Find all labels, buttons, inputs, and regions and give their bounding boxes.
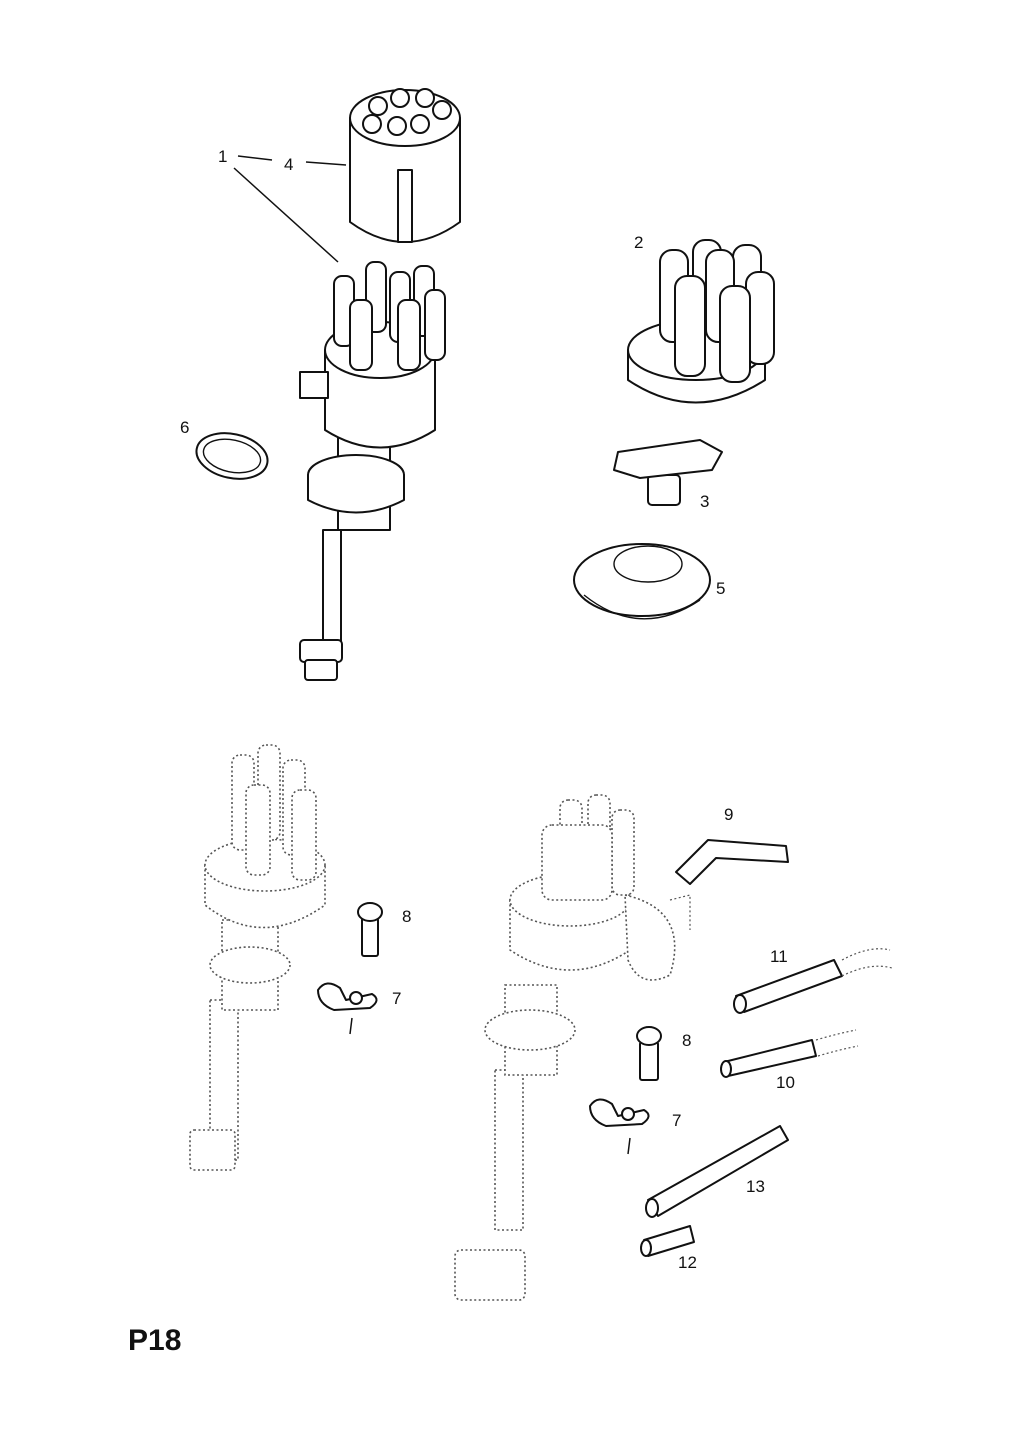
callout-1: 1 (218, 147, 227, 166)
callout-10: 10 (776, 1073, 795, 1092)
part-3-rotor[interactable] (613, 439, 723, 506)
callout-2: 2 (634, 233, 643, 252)
callout-4: 4 (284, 155, 293, 174)
part-10-hose[interactable] (720, 1029, 859, 1078)
part-13-hose[interactable] (645, 1125, 789, 1218)
part-11-hose[interactable] (733, 948, 893, 1014)
callout-7-left: 7 (392, 989, 401, 1008)
part-6-o-ring[interactable] (192, 427, 272, 485)
distributor-reference-right (454, 794, 691, 1301)
part-2-distributor-cap[interactable] (627, 239, 775, 404)
page-code: P18 (128, 1324, 181, 1357)
part-1-distributor-assembly[interactable] (299, 261, 446, 681)
part-8-bolt-left[interactable] (357, 902, 383, 957)
callout-12: 12 (678, 1253, 697, 1272)
part-7-clamp-left[interactable] (317, 982, 378, 1035)
callout-7-right: 7 (672, 1111, 681, 1130)
part-5-seal[interactable] (573, 543, 711, 620)
part-12-hose[interactable] (640, 1225, 695, 1257)
leader-lines (233, 155, 347, 263)
callout-6: 6 (180, 418, 189, 437)
part-8-bolt-right[interactable] (636, 1026, 662, 1081)
part-9-hose-elbow[interactable] (675, 839, 789, 885)
callout-8-left: 8 (402, 907, 411, 926)
callout-5: 5 (716, 579, 725, 598)
part-4-cap-cover[interactable] (349, 88, 461, 243)
callout-3: 3 (700, 492, 709, 511)
callout-9: 9 (724, 805, 733, 824)
distributor-reference-left (189, 744, 326, 1171)
callout-11: 11 (770, 947, 788, 966)
part-7-clamp-right[interactable] (589, 1098, 650, 1155)
callout-13: 13 (746, 1177, 765, 1196)
callout-8-right: 8 (682, 1031, 691, 1050)
